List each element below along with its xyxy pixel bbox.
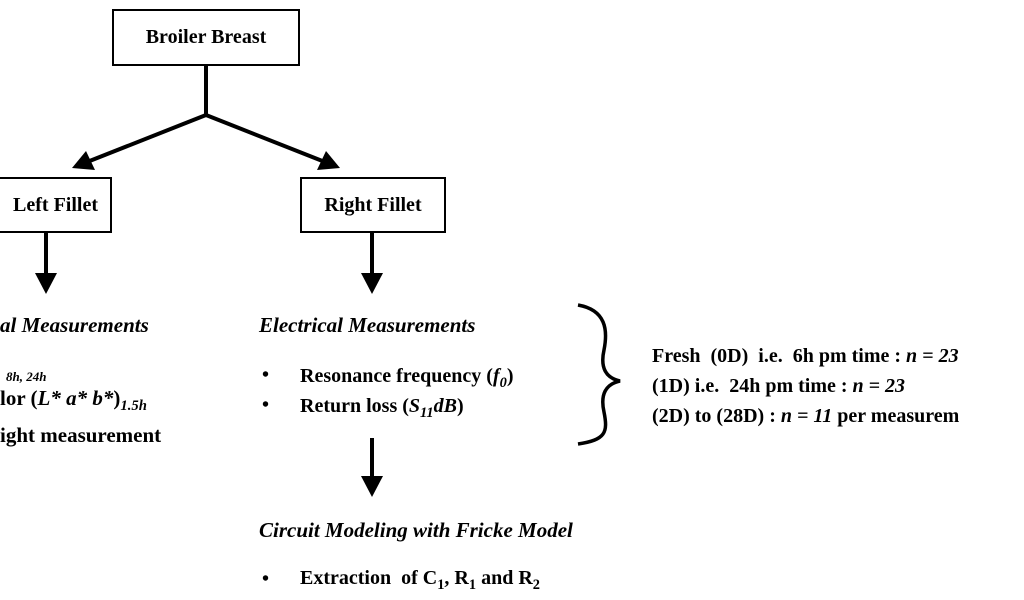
r1-sub: 1 — [468, 577, 477, 593]
s-symbol: S — [408, 395, 421, 417]
electrical-item-1: Resonance frequency (f0) — [300, 365, 514, 391]
db-unit: dB — [433, 395, 457, 417]
sampling-2-label: (1D) i.e. 24h pm time : — [652, 375, 848, 397]
left-sup-text: 8h, 24h — [6, 369, 47, 384]
arrow-to-right-fillet — [205, 113, 331, 166]
bullet-1: • — [262, 364, 270, 386]
left-weight-line: ight measurement — [0, 423, 161, 448]
extraction-label: Extraction of — [300, 567, 418, 589]
left-heading-fragment: al Measurements — [0, 313, 149, 338]
color-sub: 1.5h — [120, 398, 147, 415]
bullet-3: • — [262, 568, 270, 590]
electrical-item-2: Return loss (S11dB) — [300, 395, 464, 421]
s-sub: 11 — [420, 405, 434, 421]
sampling-line-1: Fresh (0D) i.e. 6h pm time : n = 23 — [652, 345, 959, 368]
sampling-line-3: (2D) to (28D) : n = 11 per measurem — [652, 405, 959, 428]
sampling-1-label: Fresh (0D) i.e. 6h pm time : — [652, 345, 902, 367]
arrow-to-left-fillet — [81, 113, 207, 166]
broiler-breast-label: Broiler Breast — [145, 26, 267, 48]
left-heading-text: al Measurements — [0, 313, 149, 337]
electrical-heading: Electrical Measurements — [259, 313, 475, 338]
return-loss-label: Return loss — [300, 395, 398, 417]
r1-symbol: R — [454, 567, 469, 589]
f-symbol: f — [492, 365, 500, 387]
sampling-2-n: n = 23 — [852, 375, 906, 397]
c-symbol: C — [422, 567, 438, 589]
left-sup-fragment: 8h, 24h — [6, 369, 46, 385]
modeling-heading-text: Circuit Modeling with Fricke Model — [259, 518, 573, 542]
sampling-3-n: n = 11 — [780, 405, 833, 427]
right-fillet-label: Right Fillet — [324, 193, 422, 216]
arrowhead-right — [317, 151, 340, 170]
arrowhead-left — [72, 151, 95, 170]
f-sub: 0 — [499, 375, 507, 391]
arrowhead-modeling — [361, 476, 383, 497]
c-sub: 1 — [437, 577, 445, 593]
modeling-heading: Circuit Modeling with Fricke Model — [259, 518, 573, 543]
resonance-label: Resonance frequency — [300, 365, 482, 387]
arrowhead-left-down — [35, 273, 57, 294]
arrowhead-right-down — [361, 273, 383, 294]
weight-text: ight measurement — [0, 423, 162, 447]
and-word: and — [481, 567, 514, 589]
sampling-3-label: (2D) to (28D) : — [652, 405, 776, 427]
r2-sub: 2 — [532, 577, 540, 593]
color-vars: L* a* b* — [37, 386, 114, 410]
right-fillet-box: Right Fillet — [300, 177, 446, 233]
electrical-heading-text: Electrical Measurements — [259, 313, 476, 337]
sampling-line-2: (1D) i.e. 24h pm time : n = 23 — [652, 375, 905, 398]
curly-brace — [577, 303, 621, 446]
modeling-item: Extraction of C1, R1 and R2 — [300, 567, 540, 593]
bullet-2: • — [262, 394, 270, 416]
sampling-1-n: n = 23 — [906, 345, 959, 367]
left-fillet-label: Left Fillet — [13, 193, 98, 216]
left-color-line: lor (L* a* b*)1.5h — [0, 386, 147, 415]
broiler-breast-box: Broiler Breast — [112, 9, 300, 66]
r2-symbol: R — [518, 567, 533, 589]
color-prefix: lor — [0, 386, 26, 410]
left-fillet-box: Left Fillet — [0, 177, 112, 233]
sampling-3-suffix: per measurem — [837, 405, 960, 427]
